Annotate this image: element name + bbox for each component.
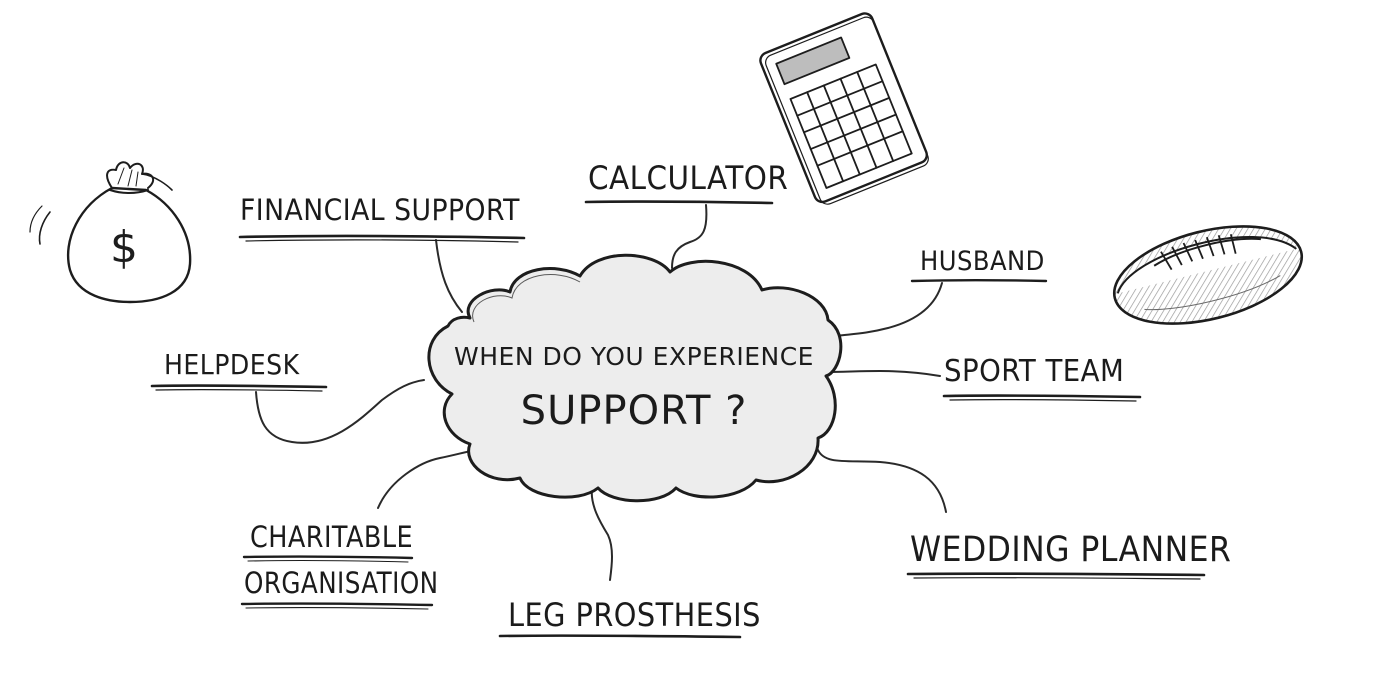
connector-financial [435, 239, 463, 313]
underline-wedding [906, 572, 1206, 577]
underline-charitable [242, 555, 414, 560]
underline-husband [910, 279, 1048, 283]
underline-organisation [240, 602, 434, 607]
connector-helpdesk [255, 379, 425, 444]
connector-charitable [377, 449, 477, 509]
connector-calculator [671, 204, 708, 269]
underline-sport-team [942, 394, 1142, 399]
underline-helpdesk [150, 384, 328, 389]
money-bag-symbol: $ [110, 222, 138, 273]
label-calculator: CALCULATOR [588, 159, 789, 197]
label-husband: HUSBAND [920, 246, 1045, 277]
label-helpdesk: HELPDESK [164, 348, 300, 381]
label-organisation: ORGANISATION [244, 566, 439, 600]
center-question-line2: SUPPORT ? [520, 388, 748, 434]
calculator-icon [759, 12, 929, 205]
underline-financial [238, 234, 526, 240]
connector-sport-team [825, 370, 941, 377]
label-wedding-planner: WEDDING PLANNER [910, 530, 1232, 570]
connector-leg [590, 487, 613, 581]
label-leg-prosthesis: LEG PROSTHESIS [508, 596, 761, 634]
label-sport-team: SPORT TEAM [944, 354, 1125, 389]
connector-husband [835, 282, 943, 337]
connector-wedding [817, 449, 947, 513]
label-underlines [150, 200, 1206, 639]
center-cloud [427, 253, 843, 503]
label-financial-support: FINANCIAL SUPPORT [240, 193, 520, 227]
connector-lines [255, 204, 947, 581]
underline-leg [498, 634, 742, 639]
money-bag-icon: $ [29, 161, 192, 304]
rugby-ball-icon [1112, 225, 1304, 325]
center-question-line1: WHEN DO YOU EXPERIENCE [454, 342, 814, 371]
label-charitable: CHARITABLE [250, 520, 414, 554]
underline-calculator [584, 200, 774, 205]
